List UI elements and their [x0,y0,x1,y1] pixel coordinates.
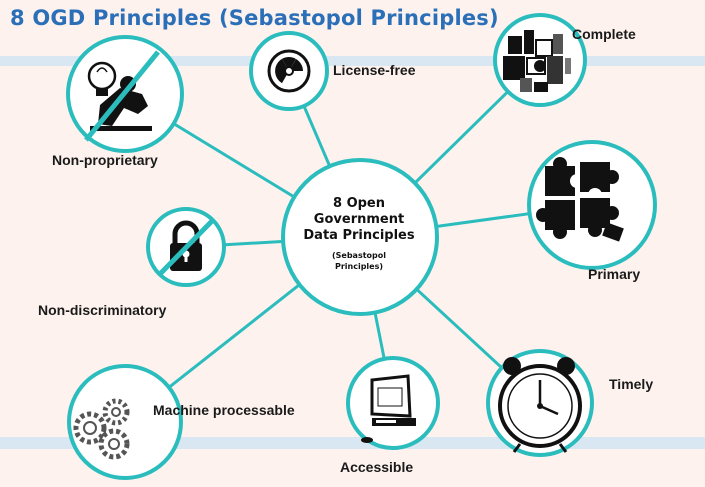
page-title: 8 OGD Principles (Sebastopol Principles) [10,6,499,30]
puzzle-pieces-icon [536,157,624,242]
node-license-free [249,31,329,111]
prohibited-slash [84,50,160,142]
node-accessible [346,356,440,450]
gears-icon [73,398,130,460]
top-band [0,56,705,66]
center-title-line: Data Principles [303,228,415,243]
center-title: 8 Open Government Data Principles [294,196,424,244]
node-machine-processable [67,364,183,480]
center-title-line: 8 Open [333,196,385,211]
node-primary [527,140,657,270]
label-timely: Timely [609,376,654,392]
prohibited-slash [158,218,215,276]
node-non-discriminatory [146,207,226,287]
label-primary: Primary [588,266,641,282]
label-machine-processable: Machine processable [153,402,295,418]
node-non-proprietary [66,35,184,153]
node-timely [486,349,594,457]
label-non-proprietary: Non-proprietary [52,152,158,168]
computer-icon [361,374,416,443]
stacked-blocks-icon [503,30,571,92]
label-non-discriminatory: Non-discriminatory [38,302,167,318]
center-title-line: Government [313,212,405,227]
center-hub [281,158,439,316]
label-license-free: License-free [333,62,416,78]
alarm-clock-icon [498,357,582,453]
center-label: 8 Open Government Data Principles (Sebas… [294,196,424,272]
center-subtitle: (Sebastopol Principles) [294,250,424,272]
node-complete [493,13,587,107]
label-complete: Complete [572,26,636,42]
label-accessible: Accessible [340,459,414,475]
lightbulb-person-crossed-icon [87,61,152,131]
center-subtitle-line: (Sebastopol [331,251,386,260]
center-subtitle-line: Principles) [334,262,384,271]
radiation-symbol-icon [267,49,311,93]
